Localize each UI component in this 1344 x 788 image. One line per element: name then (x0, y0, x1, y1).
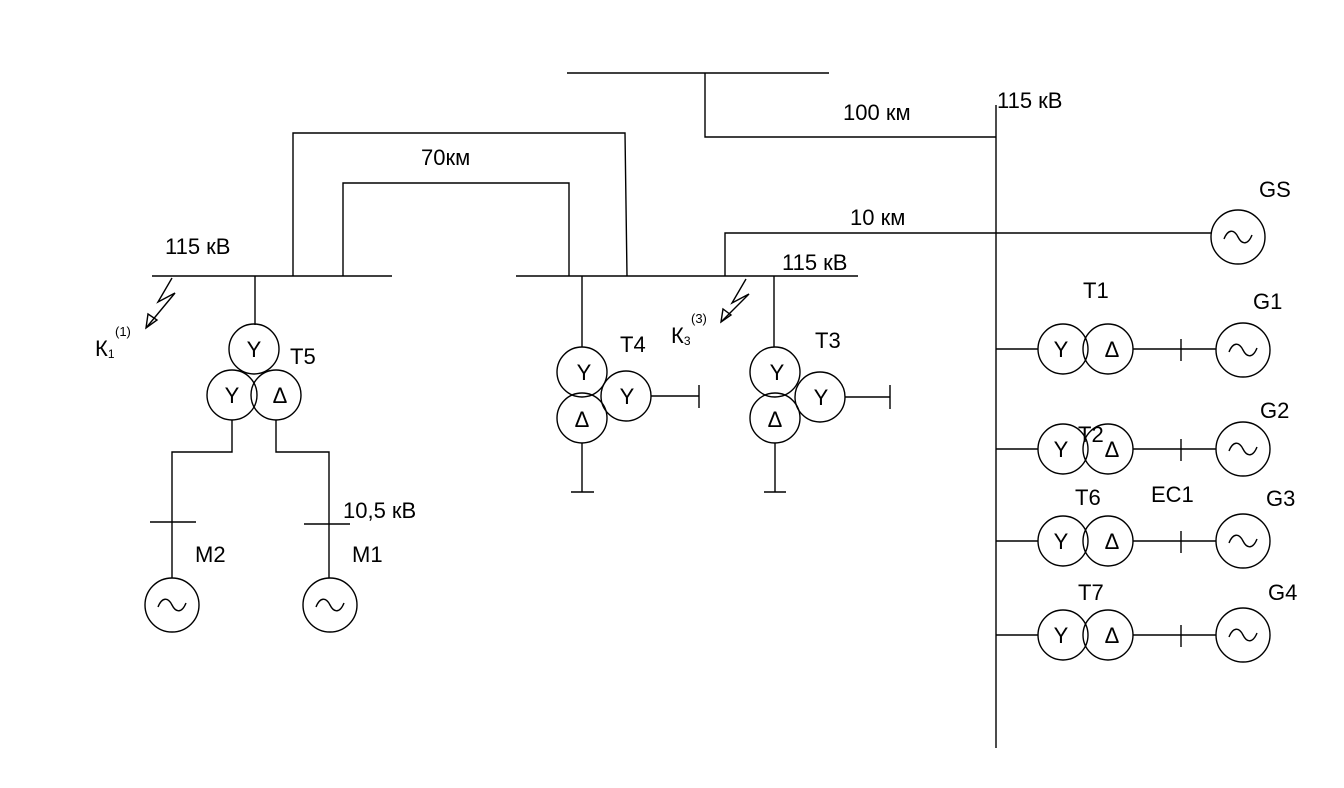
transformer-t4: Y Δ Y Т4 (556, 276, 700, 493)
fault-k1-label: К1(1) (95, 324, 131, 361)
source-gs-label: GS (1259, 177, 1291, 202)
left-bus-voltage-label: 115 кВ (165, 234, 230, 259)
transformer-t7-label: Т7 (1078, 580, 1104, 605)
unit-t6-g3: Y Δ Т6 ЕС1 G3 (996, 482, 1295, 569)
unit-t2-g2: Y Δ Т2 G2 (996, 398, 1289, 477)
transformer-t4-label: Т4 (620, 332, 646, 357)
wye-winding-icon: Y (1054, 529, 1069, 554)
generator-symbol-icon (1210, 209, 1266, 265)
fault-k1: К1(1) (95, 277, 176, 361)
generator-g2-label: G2 (1260, 398, 1289, 423)
sine-wave-icon (1228, 343, 1258, 357)
arrowhead-icon (720, 307, 733, 324)
delta-winding-icon: Δ (1105, 337, 1120, 362)
delta-winding-icon: Δ (1105, 529, 1120, 554)
generator-g1-label: G1 (1253, 289, 1282, 314)
motor-symbol-icon (144, 577, 200, 633)
transformer-t2-label: Т2 (1078, 422, 1104, 447)
arrowhead-icon (145, 312, 159, 330)
wye-winding-icon: Y (770, 360, 785, 385)
line-70km-outer (292, 132, 628, 277)
lightning-icon (145, 277, 176, 329)
wye-winding-icon: Y (1054, 437, 1069, 462)
line-70km-inner (342, 182, 570, 276)
generator-symbol-icon (1215, 322, 1271, 378)
transformer-t3-label: Т3 (815, 328, 841, 353)
fault-k3-label: К3(3) (671, 311, 707, 348)
motor-m1-label: M1 (352, 542, 383, 567)
delta-winding-icon: Δ (273, 383, 288, 408)
delta-winding-icon: Δ (1105, 623, 1120, 648)
line-70km-label: 70км (421, 145, 470, 170)
transformer-t6-label: Т6 (1075, 485, 1101, 510)
transformer-t1-label: Т1 (1083, 278, 1109, 303)
wye-winding-icon: Y (1054, 623, 1069, 648)
motor-m2-label: M2 (195, 542, 226, 567)
sine-wave-icon (157, 598, 187, 612)
sine-wave-icon (1228, 534, 1258, 548)
winding-circle-icon (1037, 423, 1089, 475)
winding-circle-icon (556, 346, 608, 398)
motor-m1: M1 (302, 542, 383, 633)
transformer-t3: Y Δ Y Т3 (749, 276, 891, 493)
generator-symbol-icon (1215, 513, 1271, 569)
winding-circle-icon (1037, 323, 1089, 375)
sine-wave-icon (1228, 628, 1258, 642)
lightning-icon (720, 278, 750, 323)
motor-m2: M2 (144, 542, 226, 633)
motor-symbol-icon (302, 577, 358, 633)
generator-symbol-icon (1215, 421, 1271, 477)
generator-g4-label: G4 (1268, 580, 1297, 605)
line-100km-label: 100 км (843, 100, 911, 125)
line-10km (724, 232, 1211, 276)
sine-wave-icon (1228, 442, 1258, 456)
line-10km-label: 10 км (850, 205, 905, 230)
sine-wave-icon (1223, 230, 1253, 244)
fault-k3: К3(3) (671, 278, 750, 348)
winding-circle-icon (1037, 609, 1089, 661)
wye-winding-icon: Y (814, 385, 829, 410)
winding-circle-icon (228, 323, 280, 375)
transformer-t5-label: Т5 (290, 344, 316, 369)
winding-circle-icon (749, 346, 801, 398)
middle-bus-voltage-label: 115 кВ (782, 250, 847, 275)
transformer-t5: Y Y Δ Т5 10,5 кВ (150, 276, 416, 578)
delta-winding-icon: Δ (768, 407, 783, 432)
wye-winding-icon: Y (225, 383, 240, 408)
wye-winding-icon: Y (1054, 337, 1069, 362)
winding-circle-icon (1037, 515, 1089, 567)
line-100km (704, 73, 996, 138)
wye-winding-icon: Y (620, 384, 635, 409)
power-system-ec1-label: ЕС1 (1151, 482, 1194, 507)
sine-wave-icon (315, 598, 345, 612)
generator-g3-label: G3 (1266, 486, 1295, 511)
right-bus-voltage-label: 115 кВ (997, 88, 1062, 113)
delta-winding-icon: Δ (1105, 437, 1120, 462)
generator-symbol-icon (1215, 607, 1271, 663)
unit-t7-g4: Y Δ Т7 G4 (996, 580, 1297, 663)
wye-winding-icon: Y (577, 360, 592, 385)
delta-winding-icon: Δ (575, 407, 590, 432)
source-gs: GS (1210, 177, 1291, 265)
unit-t1-g1: Y Δ Т1 G1 (996, 278, 1282, 378)
motor-bus-voltage-label: 10,5 кВ (343, 498, 416, 523)
wye-winding-icon: Y (247, 337, 262, 362)
